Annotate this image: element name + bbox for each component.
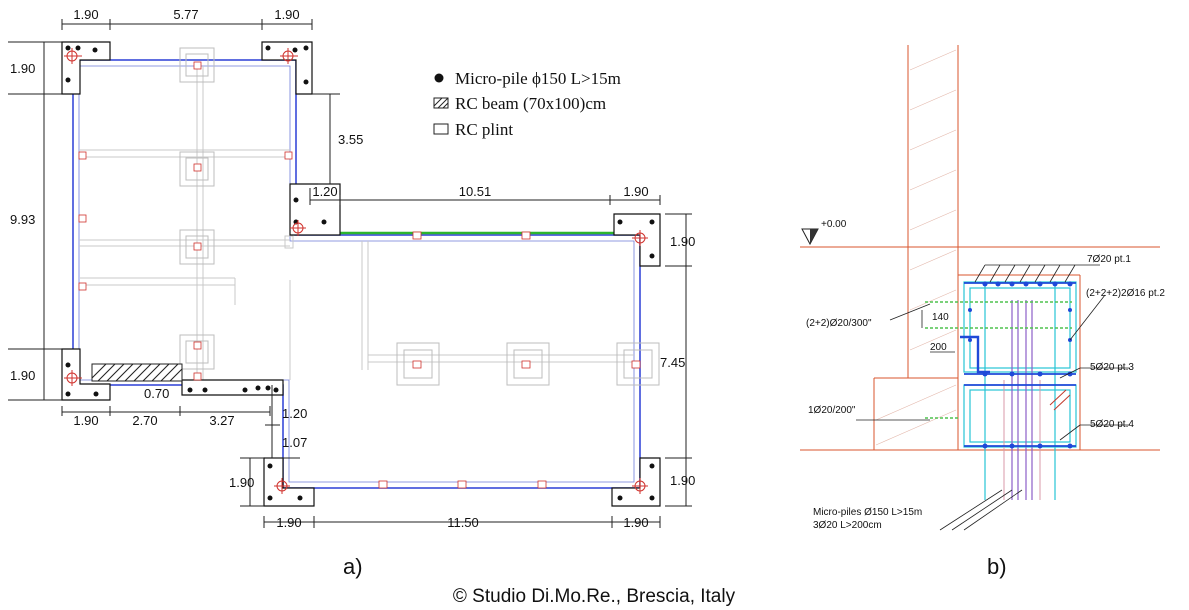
dim-top-1: 1.90 <box>73 7 98 22</box>
dim-mid-1: 1.20 <box>312 184 337 199</box>
dim-left-2: 9.93 <box>10 212 35 227</box>
corner-plints <box>61 41 661 507</box>
green-bars <box>925 301 1072 419</box>
dim-notch-1: 1.20 <box>282 406 307 421</box>
bar-dots <box>968 281 1073 449</box>
section-outline <box>800 45 1160 451</box>
notch-dimension <box>265 385 300 459</box>
dim-1-90-lower: 1.90 <box>229 475 254 490</box>
left-label-2: 1Ø20/200" <box>808 405 856 416</box>
bar-label-1: 7Ø20 pt.1 <box>1087 254 1131 265</box>
dim-left-3: 1.90 <box>10 368 35 383</box>
bar-label-3: 5Ø20 pt.3 <box>1090 362 1134 373</box>
beam-legend-icon <box>433 97 449 109</box>
dim-right-1: 1.90 <box>670 234 695 249</box>
dim-top-2: 5.77 <box>173 7 198 22</box>
rc-perimeter-inner <box>78 65 635 483</box>
dim-right-2: 7.45 <box>660 355 685 370</box>
left-dimension <box>8 41 62 401</box>
legend: Micro-pile ϕ150 L>15m RC beam (70x100)cm… <box>433 69 621 139</box>
level-marker-fill <box>810 229 818 244</box>
dim-0-70: 0.70 <box>144 386 169 401</box>
rc-perimeter-left <box>72 59 641 489</box>
interior-plints <box>179 47 660 386</box>
dim-bottom-2: 11.50 <box>447 515 479 530</box>
bottom-left-dimension <box>61 406 271 416</box>
pile-bars <box>1011 300 1033 500</box>
legend-beam: RC beam (70x100)cm <box>455 94 606 113</box>
pile-crosses <box>64 48 648 494</box>
legend-plint: RC plint <box>455 120 513 139</box>
micropile-lines <box>1003 380 1041 500</box>
dim-bottom-1: 1.90 <box>276 515 301 530</box>
micropiles-label-1: Micro-piles Ø150 L>15m <box>813 507 922 518</box>
caption-a: a) <box>343 554 363 579</box>
dim-3-55: 3.55 <box>338 132 363 147</box>
dim-140: 140 <box>932 312 949 323</box>
plint-legend-icon <box>433 123 449 135</box>
wall-hatch <box>875 49 957 446</box>
dim-bottom-3: 1.90 <box>623 515 648 530</box>
dim-top-3: 1.90 <box>274 7 299 22</box>
dim-bl-3: 3.27 <box>209 413 234 428</box>
foundation-plan: 1.90 5.77 1.90 1.90 9.93 1.90 <box>8 7 695 579</box>
rc-beam-hatched <box>91 363 183 382</box>
section-detail: +0.00 <box>800 45 1165 579</box>
micropile-legend-icon <box>434 73 444 83</box>
leader-lines <box>856 264 1130 531</box>
dim-mid-2: 10.51 <box>459 184 492 199</box>
level-label: +0.00 <box>821 219 847 230</box>
bar-label-4: 5Ø20 pt.4 <box>1090 419 1134 430</box>
legend-micropile: Micro-pile ϕ150 L>15m <box>455 69 621 88</box>
micropiles-label-2: 3Ø20 L>200cm <box>813 520 882 531</box>
caption-b: b) <box>987 554 1007 579</box>
dim-left-1: 1.90 <box>10 61 35 76</box>
top-dimension <box>61 19 313 30</box>
dim-lower-left-line <box>240 457 264 507</box>
bottom-dimension <box>263 516 661 528</box>
interior-lines <box>79 66 634 380</box>
right-dimension <box>665 213 692 507</box>
red-mark <box>1049 389 1071 411</box>
dim-355-line <box>312 93 340 185</box>
dim-bl-2: 2.70 <box>132 413 157 428</box>
dim-200: 200 <box>930 342 947 353</box>
micro-pile-dots <box>65 45 655 501</box>
dim-mid-3: 1.90 <box>623 184 648 199</box>
dim-right-3: 1.90 <box>670 473 695 488</box>
bar-label-2: (2+2+2)2Ø16 pt.2 <box>1086 288 1165 299</box>
mid-dimension <box>309 188 661 205</box>
dim-bl-1: 1.90 <box>73 413 98 428</box>
copyright: © Studio Di.Mo.Re., Brescia, Italy <box>453 586 736 607</box>
column-markers <box>78 61 641 489</box>
dim-notch-2: 1.07 <box>282 435 307 450</box>
left-label-1: (2+2)Ø20/300" <box>806 318 872 329</box>
rebar-cages <box>963 281 1077 500</box>
